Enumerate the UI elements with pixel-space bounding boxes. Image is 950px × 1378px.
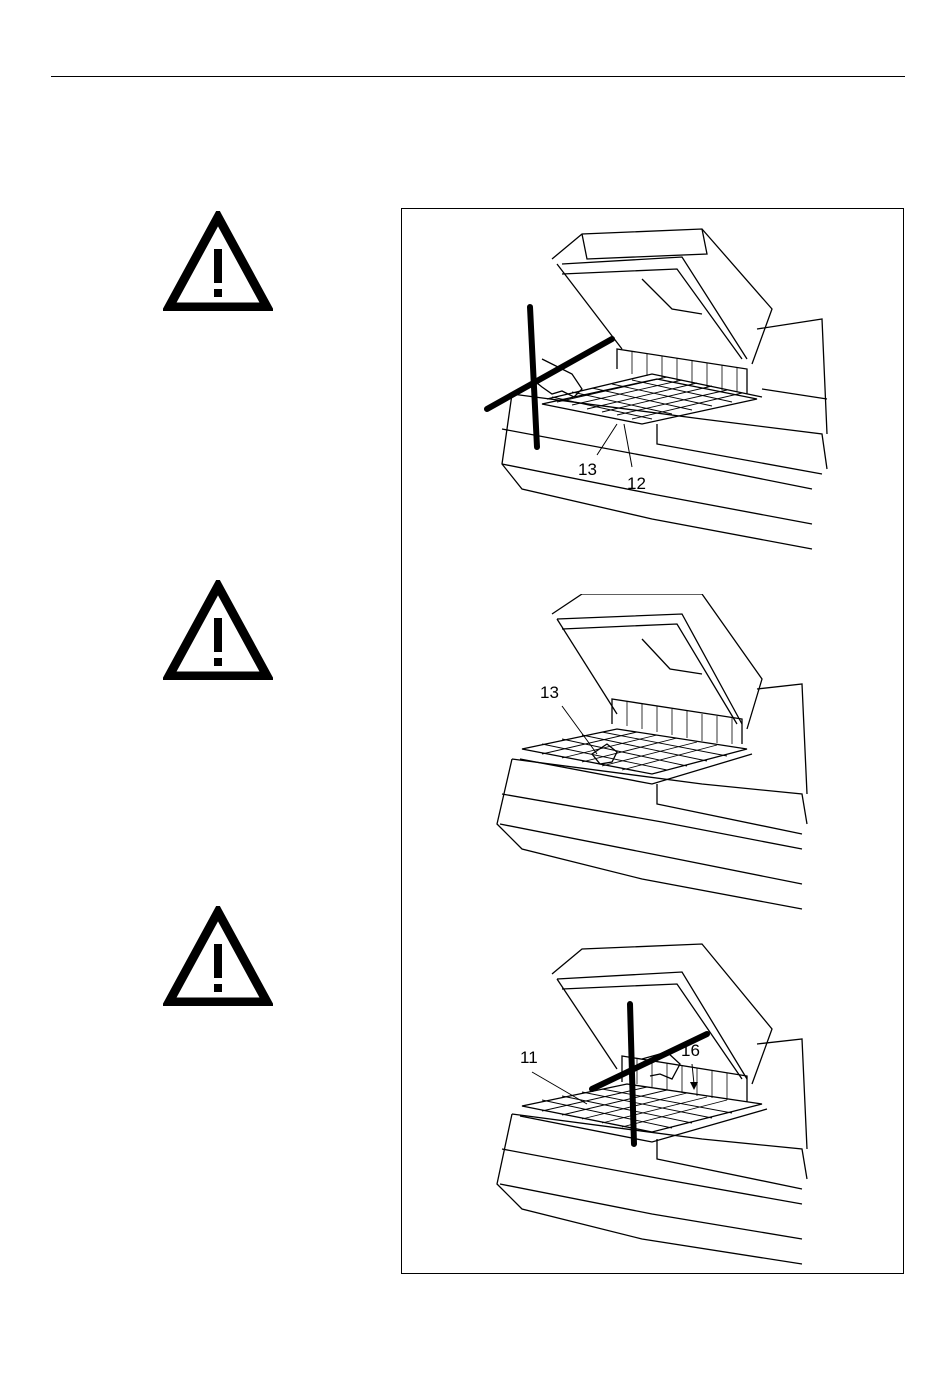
- machine-illustration-1: [402, 219, 905, 559]
- callout-16: 16: [681, 1042, 700, 1059]
- machine-illustration-3: [402, 934, 905, 1274]
- warning-triangle-icon: [163, 580, 273, 680]
- warning-triangle-icon: [163, 211, 273, 311]
- callout-13: 13: [578, 461, 597, 478]
- figure-panel-1: 13 12: [402, 219, 905, 559]
- callout-12: 12: [627, 475, 646, 492]
- figure-panel-3: 11 16: [402, 934, 905, 1274]
- callout-11: 11: [520, 1049, 538, 1066]
- callout-13: 13: [540, 684, 559, 701]
- figure-box: 13 12: [401, 208, 904, 1274]
- machine-illustration-2: [402, 594, 905, 934]
- figure-panel-2: 13: [402, 594, 905, 934]
- warning-triangle-icon: [163, 906, 273, 1006]
- header-rule: [51, 76, 905, 77]
